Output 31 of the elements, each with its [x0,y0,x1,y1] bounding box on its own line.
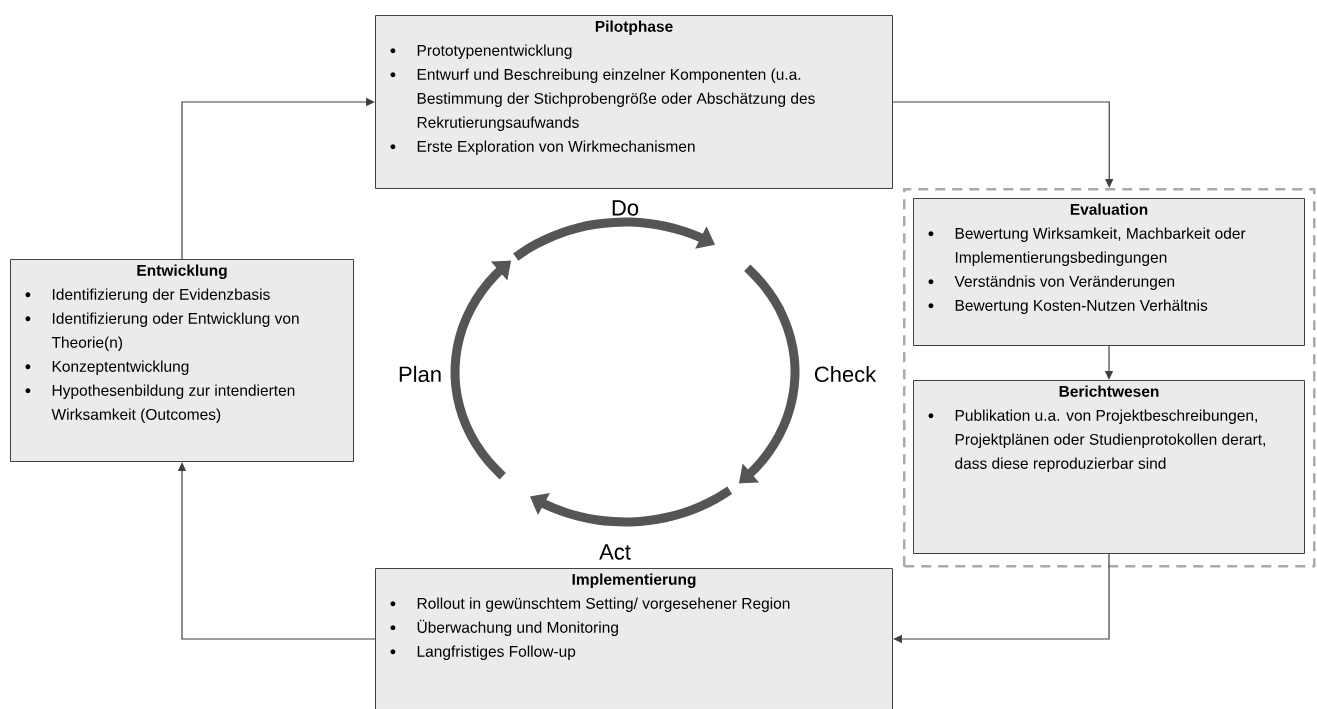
bullet-item: Bewertung Kosten-Nutzen Verhältnis [928,299,1208,314]
heading: Implementierung [572,573,696,588]
arrow [181,97,375,260]
heading: Entwicklung [137,264,227,279]
bullet-item: Verständnis von Veränderungen [928,275,1175,290]
bullet-item: Entwurf und Beschreibung einzelner Komponenten (u.a. Bestimmung der Stichprobengröße oder Abschätzung des Rekrutierungsaufwands [390,68,815,131]
bullet-item: Identifizierung der Evidenzbasis [25,288,270,303]
bullet-item: Rollout in gewünschtem Setting/ vorgesehener Region [390,597,790,612]
heading: Evaluation [1070,203,1148,215]
arrow [892,101,1114,188]
process-box [10,259,354,462]
dashed-group-frame [903,188,1316,568]
bullet-item: Identifizierung oder Entwicklung von Theorie(n) [25,312,299,351]
process-box [375,15,893,189]
bullet-item: Konzeptentwicklung [25,360,189,375]
process-box [375,568,893,709]
arrow [893,553,1110,644]
cycle-label: Check [814,365,877,383]
bullet-item: Publikation u.a. von Projektbeschreibungen, Projektplänen oder Studienprotokollen derart, dass diese reproduzierbar sind [928,409,1265,472]
heading: Pilotphase [595,20,673,35]
arrow [177,462,376,640]
bullet-item: Hypothesenbildung zur intendierten Wirksamkeit (Outcomes) [25,384,295,423]
bullet-item: Überwachung und Monitoring [390,619,618,636]
bullet-item: Prototypenentwicklung [390,44,572,59]
bullet-item: Langfristiges Follow-up [390,645,576,660]
bullet-item: Bewertung Wirksamkeit, Machbarkeit oder Implementierungsbedingungen [928,227,1246,266]
cycle-label: Plan [399,365,441,383]
heading: Berichtwesen [1059,385,1159,397]
process-box [913,380,1305,554]
bullet-item: Erste Exploration von Wirkmechanismen [390,140,695,155]
process-box [913,198,1305,346]
